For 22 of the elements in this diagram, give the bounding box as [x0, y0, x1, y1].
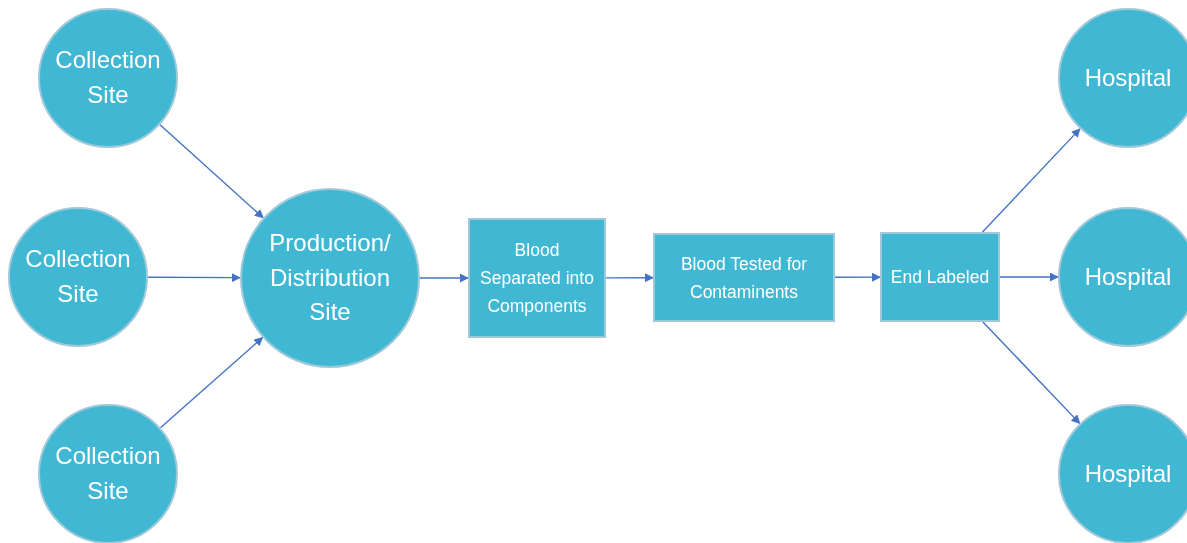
arrow: [982, 321, 1081, 425]
process-box: [880, 232, 1000, 322]
arrow: [605, 273, 654, 283]
node-label: Collection Site: [54, 441, 162, 506]
arrow: [419, 273, 469, 283]
process-box: [468, 218, 606, 338]
node-label: Hospital: [1083, 261, 1173, 292]
process-box: [653, 233, 835, 322]
arrow: [999, 272, 1059, 282]
node-label: Hospital: [1083, 458, 1173, 489]
arrow: [159, 124, 264, 219]
node-label: Hospital: [1083, 62, 1173, 93]
node-label: Blood Separated into Components: [479, 239, 595, 318]
node-label: Production/ Distribution Site: [268, 227, 392, 328]
node-label: End Labeled: [889, 266, 991, 289]
node-label: Blood Tested for Contaminents: [679, 252, 809, 304]
node-label: Collection Site: [24, 244, 132, 309]
node-label: Collection Site: [54, 45, 162, 110]
arrow: [159, 336, 264, 429]
arrow: [147, 273, 241, 283]
arrow: [981, 128, 1081, 233]
arrow: [834, 272, 881, 282]
